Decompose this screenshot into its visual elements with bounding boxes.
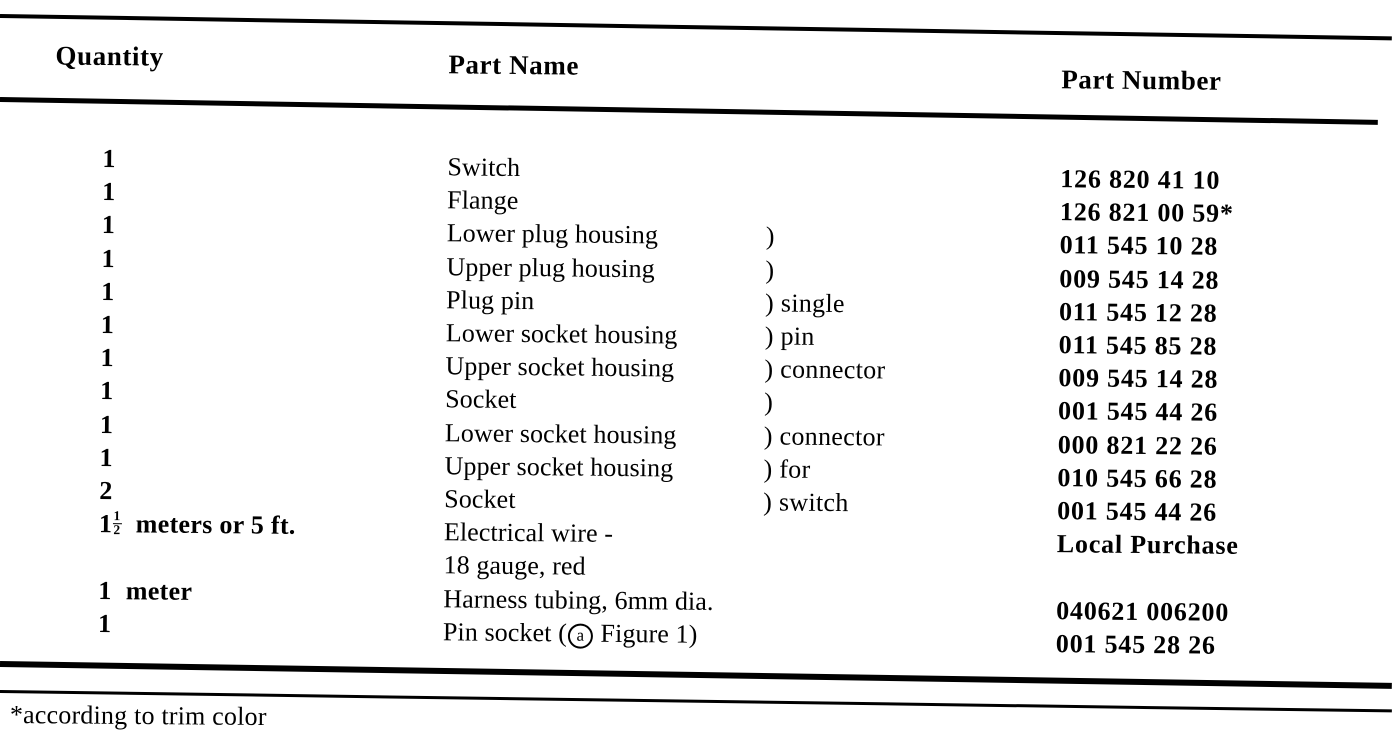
cell-part-name: 18 gauge, red	[443, 550, 586, 582]
circled-a-icon: a	[567, 623, 594, 649]
cell-part-number: 009 545 14 28	[1059, 263, 1220, 295]
cell-quantity: 1	[99, 409, 114, 439]
cell-quantity: 1	[100, 376, 114, 406]
cell-part-number: 009 545 14 28	[1058, 363, 1219, 394]
cell-quantity: 1	[100, 309, 115, 340]
cell-part-name: Pin socket (a Figure 1)	[442, 617, 698, 649]
cell-part-name: Lower socket housing	[445, 318, 678, 350]
cell-part-number: 040621 006200	[1056, 595, 1230, 627]
cell-quantity: 1	[97, 608, 112, 638]
cell-part-name: Upper socket housing	[445, 351, 675, 383]
cell-group-annotation: ) connector	[763, 420, 885, 452]
cell-group-annotation: )	[765, 254, 775, 285]
cell-part-name: Switch	[447, 152, 521, 183]
cell-quantity: 2	[99, 475, 113, 506]
cell-part-name: Flange	[446, 185, 519, 216]
cell-part-name: Upper socket housing	[444, 451, 674, 483]
rule-table-bottom	[0, 661, 1392, 689]
cell-group-annotation: ) pin	[764, 321, 815, 351]
cell-part-number: 001 545 44 26	[1057, 496, 1218, 527]
cell-part-name: Plug pin	[446, 285, 535, 315]
cell-part-name: Upper plug housing	[446, 251, 655, 283]
cell-part-name: Lower socket housing	[444, 417, 677, 450]
cell-group-annotation: )	[764, 387, 774, 417]
cell-part-number: 001 545 28 26	[1055, 628, 1216, 660]
column-header-part-name: Part Name	[448, 49, 580, 81]
cell-part-name: Socket	[445, 384, 517, 415]
cell-part-name: Socket	[444, 484, 516, 514]
cell-part-number: 126 820 41 10	[1060, 164, 1221, 195]
cell-part-number: 126 821 00 59*	[1059, 197, 1234, 229]
cell-group-annotation: ) connector	[764, 354, 886, 385]
cell-quantity: 1	[102, 143, 117, 174]
cell-part-number: 000 821 22 26	[1057, 429, 1218, 461]
cell-part-name: Electrical wire -	[443, 517, 614, 549]
cell-part-number: 001 545 44 26	[1057, 396, 1219, 428]
footnote-trim-color: *according to trim color	[9, 700, 267, 732]
column-header-part-number: Part Number	[1061, 64, 1222, 96]
cell-quantity: 1	[99, 442, 114, 472]
cell-part-number: 011 545 85 28	[1058, 330, 1218, 361]
cell-part-number: 011 545 10 28	[1059, 230, 1219, 262]
cell-quantity-unit: meters or 5 ft.	[135, 509, 296, 541]
cell-group-annotation: ) switch	[763, 487, 849, 518]
cell-quantity: 1	[101, 210, 116, 240]
cell-group-annotation: ) for	[763, 454, 811, 484]
cell-part-number: Local Purchase	[1056, 529, 1239, 561]
cell-quantity: 1	[101, 276, 115, 306]
cell-quantity-unit: meter	[125, 575, 193, 606]
column-header-quantity: Quantity	[55, 40, 164, 72]
cell-part-name: Harness tubing, 6mm dia.	[443, 583, 714, 616]
cell-part-name: Lower plug housing	[446, 218, 659, 250]
fraction-denominator: 2	[113, 522, 121, 538]
cell-quantity: 1	[102, 177, 116, 207]
rule-top-border	[0, 14, 1392, 41]
rule-header-border	[0, 97, 1378, 125]
cell-group-annotation: ) single	[764, 288, 845, 318]
cell-quantity: 1	[100, 343, 115, 373]
cell-group-annotation: )	[765, 221, 775, 251]
cell-part-number: 010 545 66 28	[1057, 462, 1218, 494]
cell-quantity: 1	[101, 243, 116, 273]
cell-part-number: 011 545 12 28	[1058, 296, 1218, 328]
